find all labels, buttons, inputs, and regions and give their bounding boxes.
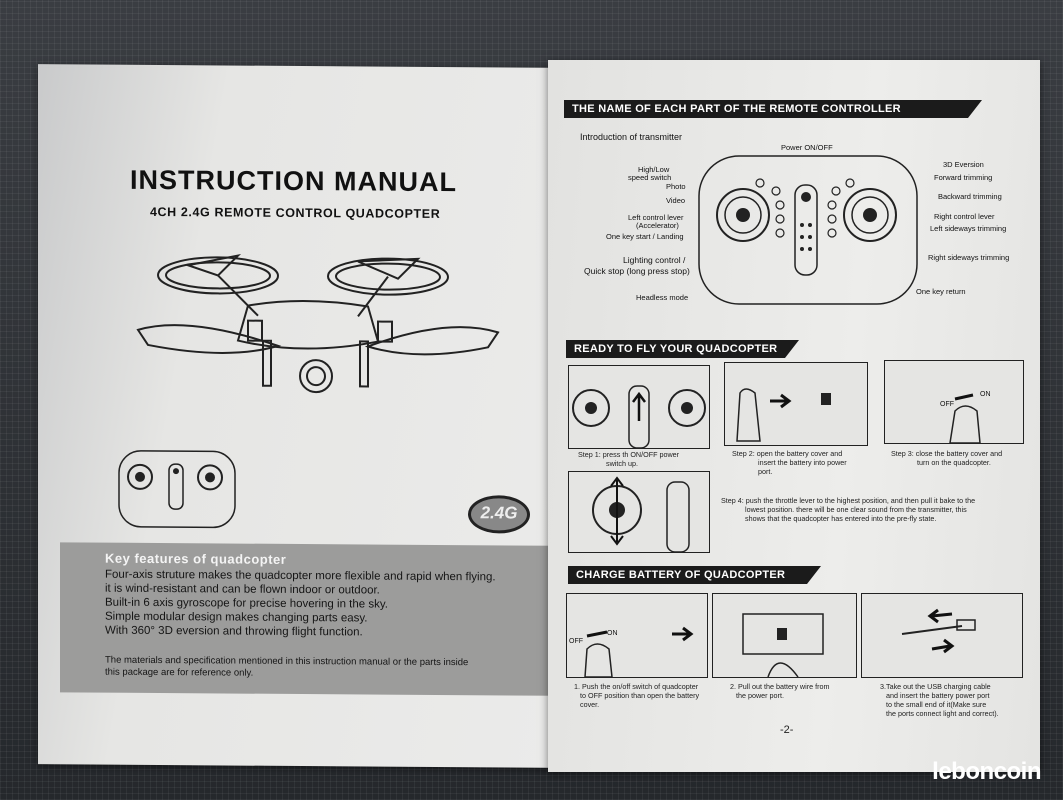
label-one-key-return: One key return: [916, 287, 966, 296]
label-eversion: 3D Eversion: [943, 160, 984, 169]
charge-step1-panel: OFF ON: [566, 593, 708, 678]
manual-title: INSTRUCTION MANUAL: [130, 164, 457, 198]
drone-illustration: [136, 253, 500, 394]
charge-on-label: ON: [607, 630, 618, 637]
step4-panel: [568, 471, 710, 553]
label-power: Power ON/OFF: [781, 143, 833, 152]
remote-thumbnail: [118, 450, 236, 529]
label-backward: Backward trimming: [938, 192, 1002, 201]
step3-illustration: [949, 393, 981, 444]
label-high-low: High/Low: [638, 165, 670, 174]
step1-illustration: [572, 385, 706, 449]
frequency-badge: 2.4G: [468, 495, 530, 534]
charge-step1-illustration: [584, 626, 694, 678]
step3-on-label: ON: [980, 391, 991, 398]
feature-line: Four-axis struture makes the quadcopter …: [105, 568, 496, 584]
label-lighting: Lighting control /: [623, 255, 686, 265]
label-speed-switch: speed switch: [628, 173, 672, 182]
charge-step2-panel: [712, 593, 857, 678]
label-accelerator: (Accelerator): [636, 221, 679, 230]
feature-line: Simple modular design makes changing par…: [105, 610, 368, 625]
section-heading-charge: CHARGE BATTERY OF QUADCOPTER: [568, 566, 821, 584]
feature-line: Built-in 6 axis gyroscope for precise ho…: [105, 596, 388, 611]
ready-step4-text: Step 4: push the throttle lever to the h…: [721, 496, 976, 523]
watermark-logo: leboncoin: [932, 758, 1041, 785]
manual-subtitle: 4CH 2.4G REMOTE CONTROL QUADCOPTER: [150, 204, 441, 221]
feature-line: it is wind-resistant and can be flown in…: [105, 582, 380, 597]
key-features-panel: Key features of quadcopter Four-axis str…: [60, 542, 556, 696]
section-heading-ready: READY TO FLY YOUR QUADCOPTER: [566, 340, 799, 358]
features-heading: Key features of quadcopter: [105, 550, 287, 567]
step3-off-label: OFF: [940, 401, 954, 408]
step4-illustration: [592, 476, 690, 553]
page-number: -2-: [780, 724, 794, 736]
label-one-key-start: One key start / Landing: [606, 232, 684, 241]
step1-panel: [568, 365, 710, 449]
disclaimer-line: this package are for reference only.: [105, 666, 254, 679]
step2-panel: [724, 362, 868, 446]
label-left-lever: Left control lever: [628, 213, 684, 222]
charge-off-label: OFF: [569, 638, 583, 645]
label-video: Video: [666, 196, 686, 205]
label-photo: Photo: [666, 182, 686, 191]
charge-step3-illustration: [901, 608, 976, 654]
label-forward: Forward trimming: [934, 173, 993, 182]
manual-right-page: THE NAME OF EACH PART OF THE REMOTE CONT…: [548, 60, 1040, 772]
section-heading-remote: THE NAME OF EACH PART OF THE REMOTE CONT…: [564, 100, 982, 118]
label-left-sideways: Left sideways trimming: [930, 224, 1007, 233]
label-right-sideways: Right sideways trimming: [928, 253, 1010, 262]
charge-step3-panel: [861, 593, 1023, 678]
feature-line: With 360° 3D eversion and throwing fligh…: [105, 624, 363, 639]
step2-illustration: [736, 388, 831, 442]
label-right-lever: Right control lever: [934, 212, 995, 221]
step3-panel: OFF ON: [884, 360, 1024, 444]
transmitter-diagram: [698, 155, 918, 305]
label-headless: Headless mode: [636, 293, 689, 302]
charge-step2-illustration: [742, 613, 824, 678]
manual-left-page: INSTRUCTION MANUAL 4CH 2.4G REMOTE CONTR…: [38, 64, 560, 768]
transmitter-intro: Introduction of transmitter: [580, 132, 683, 142]
label-quick-stop: Quick stop (long press stop): [584, 266, 690, 276]
